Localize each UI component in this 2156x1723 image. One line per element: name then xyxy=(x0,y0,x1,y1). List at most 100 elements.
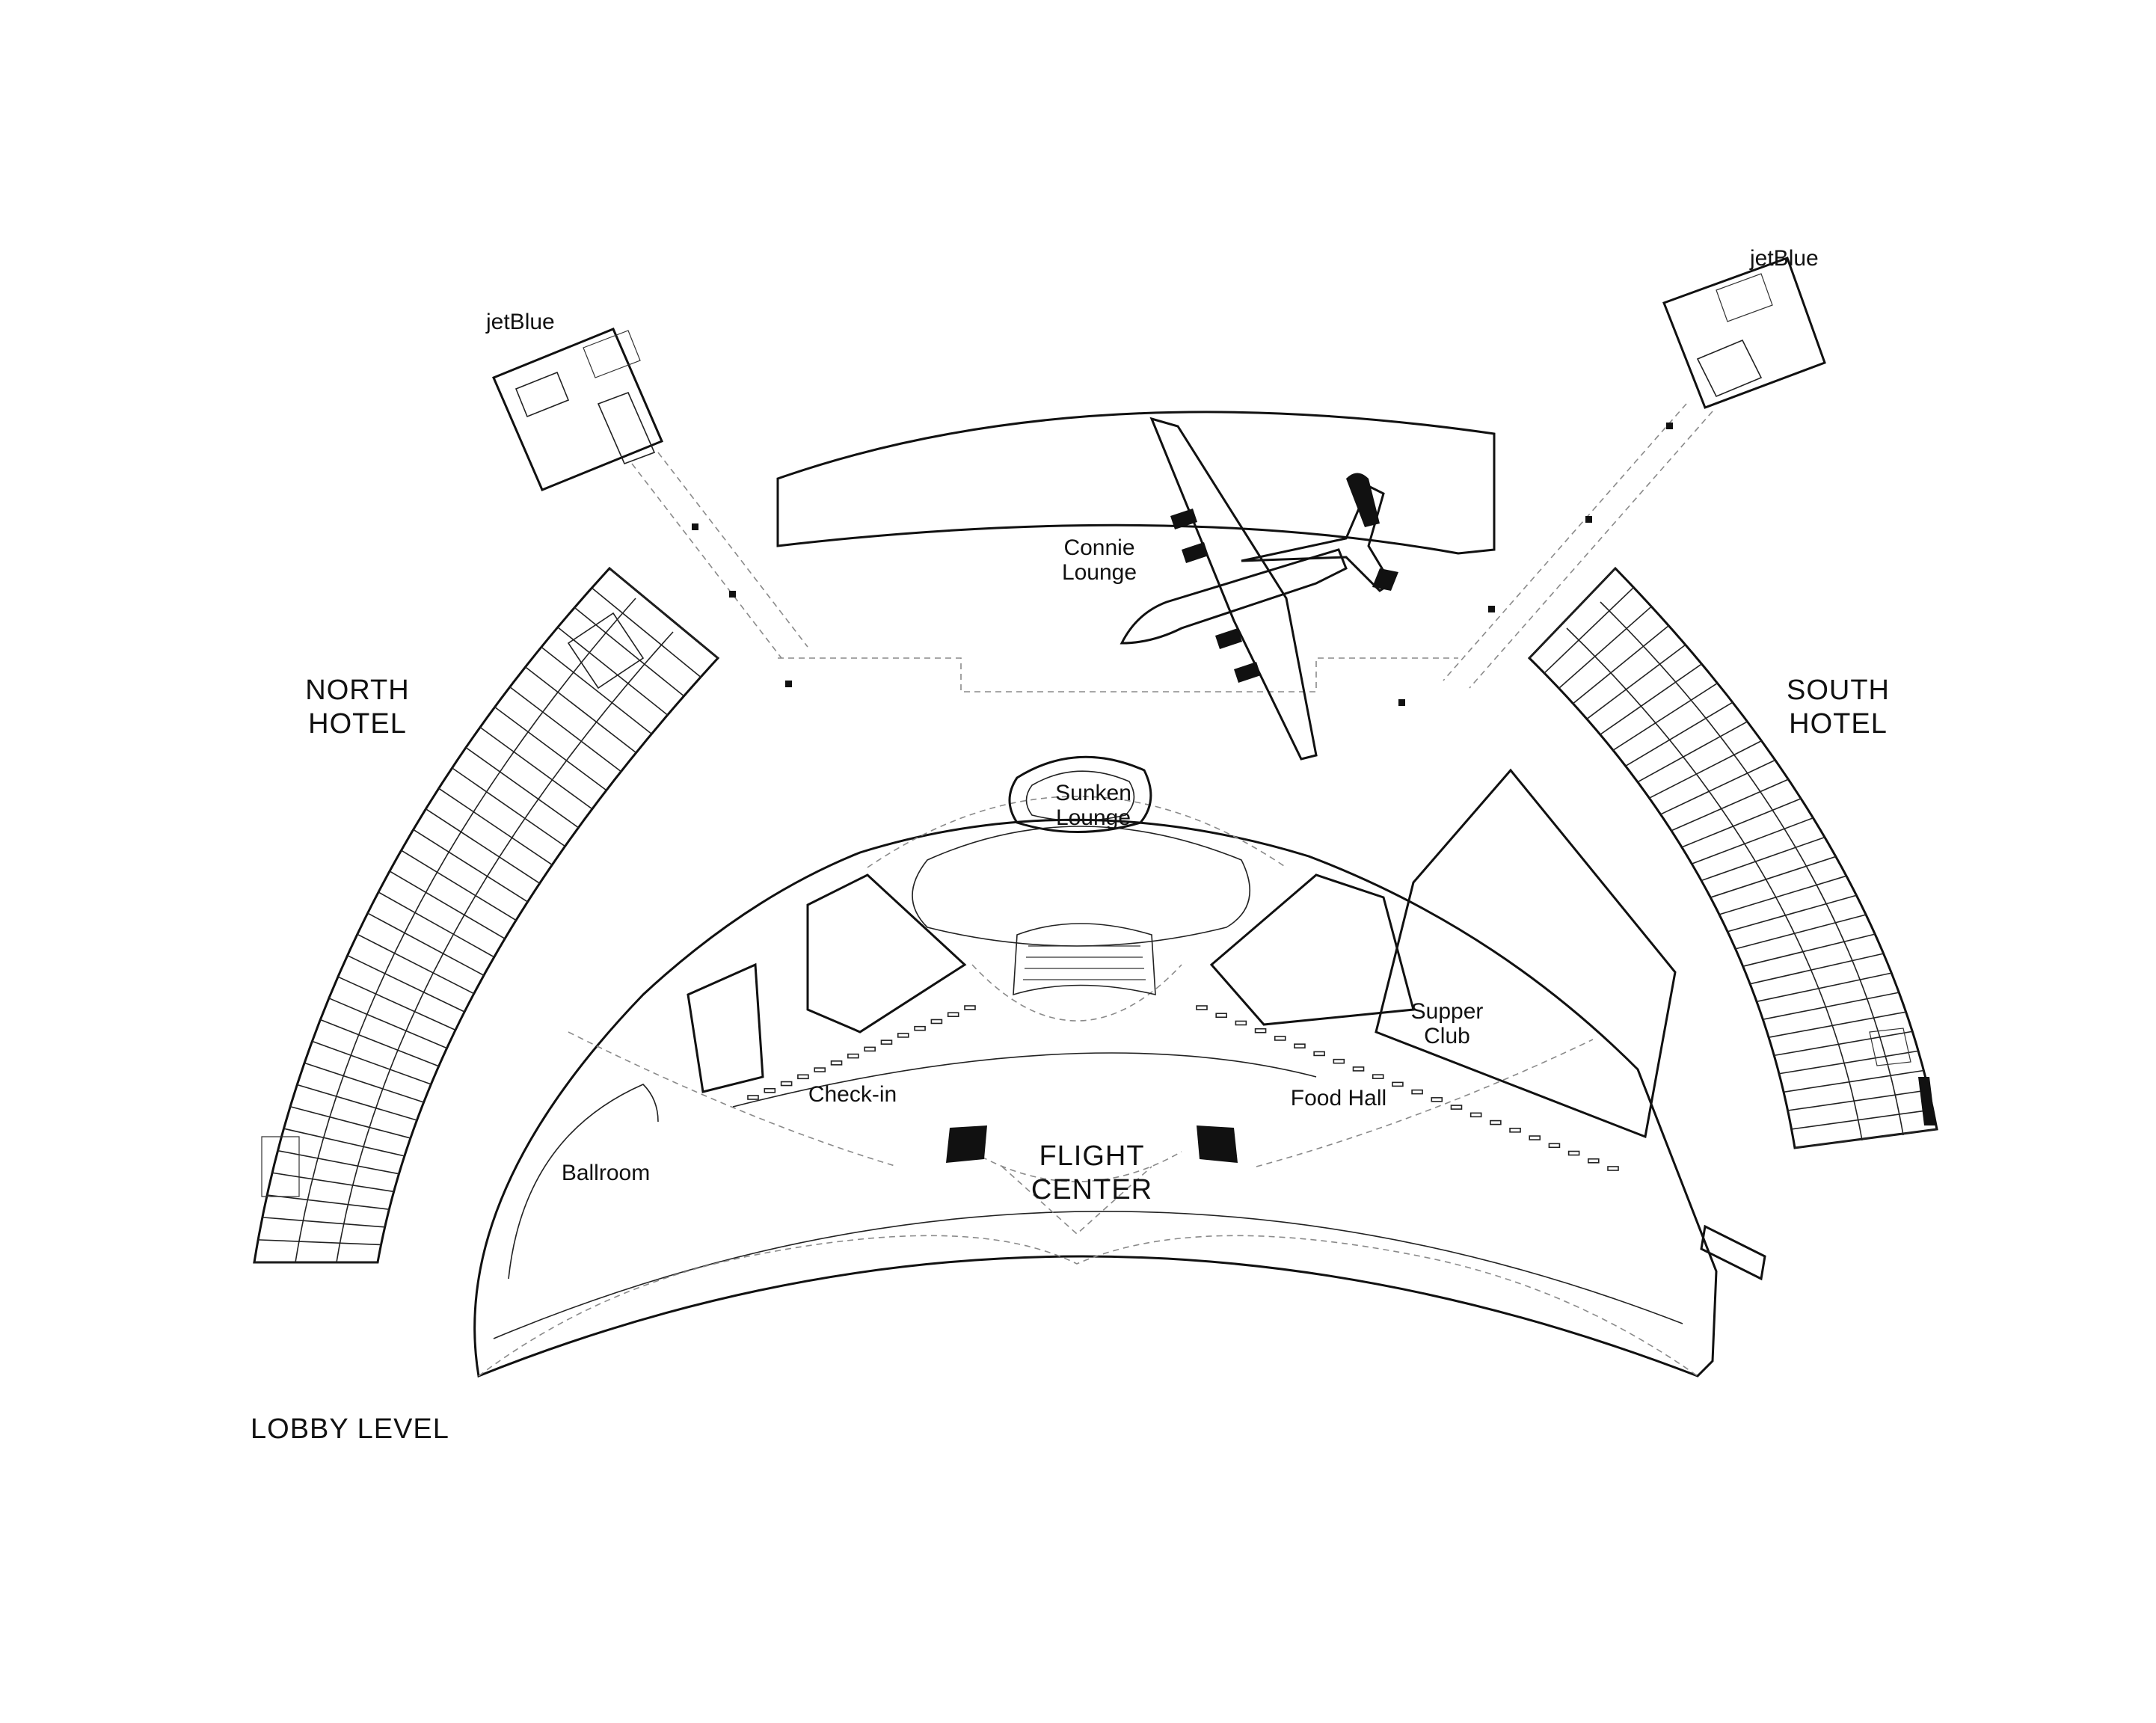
room-partition xyxy=(1691,817,1813,864)
room-partition xyxy=(591,587,701,678)
counter-segment xyxy=(1450,1105,1463,1110)
counter-segment xyxy=(814,1067,826,1072)
counter-segment xyxy=(864,1046,876,1052)
room-partition xyxy=(1660,759,1776,815)
counter-segment xyxy=(1352,1066,1365,1072)
room-partition xyxy=(1600,663,1702,735)
room-partition xyxy=(289,1106,411,1139)
room-partition xyxy=(1701,836,1825,882)
counter-segment xyxy=(1294,1043,1306,1048)
counter-segment xyxy=(780,1081,793,1087)
room-partition xyxy=(1794,1128,1938,1149)
room-partition xyxy=(1573,625,1669,704)
room-partition xyxy=(425,808,541,884)
connie-lounge-label-1: Connie xyxy=(1063,535,1134,560)
jetblue-right-label: jetBlue xyxy=(1749,246,1819,271)
counter-segment xyxy=(930,1019,943,1025)
counter-segment xyxy=(1607,1166,1619,1171)
room-partition xyxy=(347,954,465,1013)
level-label: LOBBY LEVEL xyxy=(251,1413,449,1445)
room-partition xyxy=(320,1019,439,1067)
room-partition xyxy=(401,850,517,921)
counter-segment xyxy=(1509,1128,1521,1133)
room-partition xyxy=(1710,856,1837,898)
room-partition xyxy=(1586,644,1686,720)
counter-segment xyxy=(847,1053,859,1059)
room-partition xyxy=(262,1217,385,1228)
counter-segment xyxy=(764,1087,776,1093)
counter-segment xyxy=(1313,1051,1325,1057)
room-partition xyxy=(1727,894,1857,933)
room-partition xyxy=(452,767,566,847)
counter-segment xyxy=(1215,1013,1227,1019)
room-partition xyxy=(1625,701,1733,767)
sunken-lounge-label-1: Sunken xyxy=(1055,781,1131,805)
room-partition xyxy=(267,1194,390,1210)
room-partition xyxy=(337,976,456,1031)
counter-segment xyxy=(947,1012,959,1018)
room-partition xyxy=(438,787,553,866)
jetblue-left-label: jetBlue xyxy=(485,310,555,334)
counter-segment xyxy=(1333,1058,1345,1064)
room-partition xyxy=(389,870,506,939)
room-partition xyxy=(574,606,684,697)
jetblue-left-building xyxy=(492,328,808,687)
flight-center-label-1: FLIGHT xyxy=(1039,1140,1144,1172)
room-partition xyxy=(1735,914,1867,950)
room-partition xyxy=(1544,586,1635,674)
check-in-label: Check-in xyxy=(808,1082,897,1107)
south-hotel-label-2: HOTEL xyxy=(1789,708,1888,740)
counter-segment xyxy=(1392,1081,1404,1087)
counter-segment xyxy=(1235,1020,1247,1026)
room-partition xyxy=(367,912,485,976)
jetblue-right-building xyxy=(1398,257,1826,706)
room-partition xyxy=(525,666,637,754)
connie-lounge-label-2: Lounge xyxy=(1062,560,1137,585)
room-partition xyxy=(609,568,719,659)
room-partition xyxy=(283,1128,405,1157)
north-hotel-label-1: NORTH xyxy=(305,675,409,706)
counter-segment xyxy=(964,1005,976,1010)
sunken-lounge-label-2: Lounge xyxy=(1056,805,1131,830)
room-partition xyxy=(557,627,669,716)
room-partition xyxy=(1529,568,1616,659)
room-partition xyxy=(1768,1011,1906,1038)
counter-segment xyxy=(1469,1112,1482,1118)
room-partition xyxy=(465,746,579,829)
counter-segment xyxy=(1490,1120,1502,1125)
counter-segment xyxy=(1254,1028,1267,1034)
room-partition xyxy=(1774,1031,1913,1057)
south-hotel-wing xyxy=(1527,566,1938,1149)
counter-segment xyxy=(897,1033,909,1038)
room-partition xyxy=(304,1062,424,1103)
room-partition xyxy=(1681,798,1802,848)
room-partition xyxy=(312,1040,431,1085)
north-hotel-wing xyxy=(253,566,720,1264)
counter-segment xyxy=(747,1095,759,1100)
room-partition xyxy=(494,706,607,791)
room-partition xyxy=(541,646,652,734)
counter-segment xyxy=(1548,1143,1561,1149)
room-partition xyxy=(1671,778,1789,832)
ballroom-label: Ballroom xyxy=(562,1161,650,1185)
counter-segment xyxy=(914,1025,926,1031)
room-partition xyxy=(297,1084,417,1121)
room-partition xyxy=(479,726,593,810)
counter-segment xyxy=(1431,1097,1443,1102)
flight-center-label-2: CENTER xyxy=(1031,1174,1152,1206)
counter-segment xyxy=(797,1074,809,1080)
room-partition xyxy=(357,933,475,995)
food-hall-label: Food Hall xyxy=(1291,1086,1386,1111)
counter-segment xyxy=(1196,1005,1208,1010)
plan-labels: jetBlue jetBlue NORTH HOTEL SOUTH HOTEL … xyxy=(251,246,1889,1445)
room-partition xyxy=(1756,972,1892,1003)
room-partition xyxy=(258,1239,381,1246)
counter-segment xyxy=(1529,1135,1541,1140)
room-partition xyxy=(271,1172,394,1193)
room-partition xyxy=(1778,1050,1919,1075)
supper-club-label-1: Supper xyxy=(1411,999,1484,1024)
room-partition xyxy=(277,1149,399,1175)
counter-segment xyxy=(1411,1089,1423,1095)
room-partition xyxy=(1742,933,1876,967)
